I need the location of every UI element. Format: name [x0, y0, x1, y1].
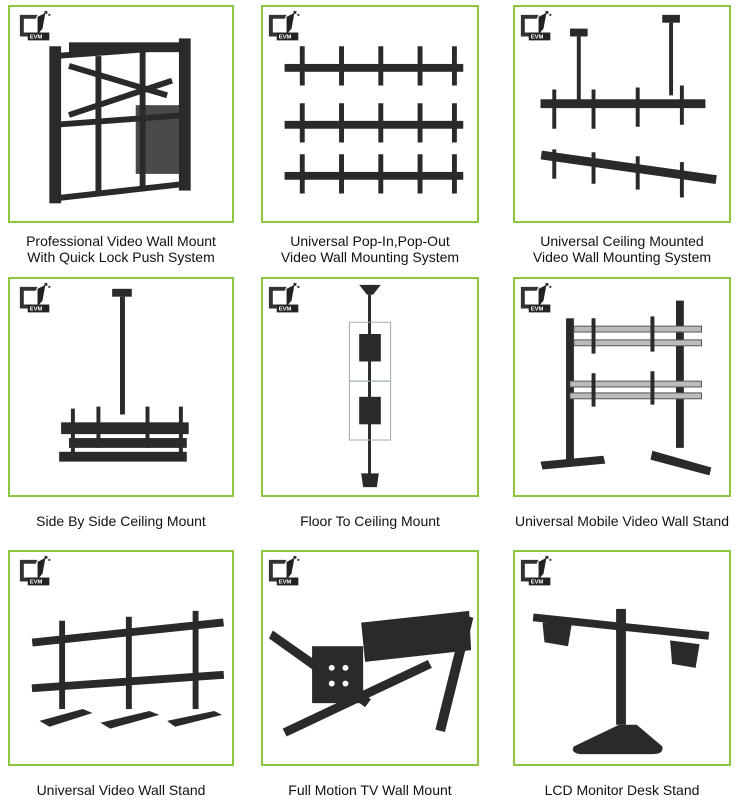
product-card-5: EVM Floor To Ceiling Mount: [261, 277, 479, 537]
product-caption: Universal Mobile Video Wall Stand: [515, 513, 729, 529]
product-image-frame: EVM: [513, 550, 731, 766]
product-caption: LCD Monitor Desk Stand: [544, 782, 700, 798]
product-image-frame: EVM: [8, 277, 234, 497]
product-card-6: EVM Universal Mobile Video Wall Stand: [513, 277, 731, 537]
product-caption: Floor To Ceiling Mount: [300, 513, 440, 529]
logo-text: EVM: [30, 34, 43, 40]
product-image-frame: EVM: [261, 550, 479, 766]
product-caption: Universal Ceiling Mounted Video Wall Mou…: [532, 233, 712, 265]
product-caption: Full Motion TV Wall Mount: [288, 782, 452, 798]
ceiling-quad-mount-icon: EVM: [19, 282, 189, 462]
product-caption: Universal Pop-In,Pop-Out Video Wall Moun…: [280, 233, 460, 265]
video-wall-pop-out-frame-icon: EVM: [19, 10, 191, 204]
product-card-3: EVM Universal Ceiling Mounted Video Wall…: [513, 5, 731, 275]
logo-text: EVM: [279, 306, 292, 312]
product-card-9: EVM LCD Monitor Desk Stand: [513, 550, 731, 805]
logo-text: EVM: [279, 579, 292, 585]
logo-text: EVM: [531, 34, 544, 40]
product-image-frame: EVM: [513, 5, 731, 223]
ceiling-rail-mount-icon: EVM: [520, 10, 717, 198]
product-card-4: EVM Side By Side Ceiling Mount: [8, 277, 234, 537]
triple-foot-wall-stand-icon: EVM: [19, 555, 225, 729]
product-image-frame: EVM: [261, 277, 479, 497]
product-card-2: EVM Universal Pop-In,Pop-Out Video Wall …: [261, 5, 479, 275]
product-card-7: EVM Universal Video Wall Stand: [8, 550, 234, 805]
product-image-frame: EVM: [8, 5, 234, 223]
logo-text: EVM: [30, 306, 43, 312]
product-image-frame: EVM: [8, 550, 234, 766]
product-card-8: EVM Full Motion TV Wall Mount: [261, 550, 479, 805]
logo-text: EVM: [531, 579, 544, 585]
logo-text: EVM: [30, 579, 43, 585]
floor-ceiling-pole-icon: EVM: [268, 282, 392, 488]
articulating-arm-mount-icon: EVM: [268, 555, 474, 737]
logo-text: EVM: [531, 306, 544, 312]
product-image-frame: EVM: [261, 5, 479, 223]
mobile-wall-stand-icon: EVM: [520, 282, 712, 476]
logo-text: EVM: [279, 34, 292, 40]
product-card-1: EVM Professional Video Wall Mount With Q…: [8, 5, 234, 275]
product-caption: Professional Video Wall Mount With Quick…: [26, 233, 216, 265]
product-caption: Side By Side Ceiling Mount: [36, 513, 206, 529]
three-by-three-wall-bracket-icon: EVM: [268, 10, 464, 194]
dual-monitor-desk-stand-icon: EVM: [520, 555, 710, 755]
product-image-frame: EVM: [513, 277, 731, 497]
product-caption: Universal Video Wall Stand: [36, 782, 206, 798]
